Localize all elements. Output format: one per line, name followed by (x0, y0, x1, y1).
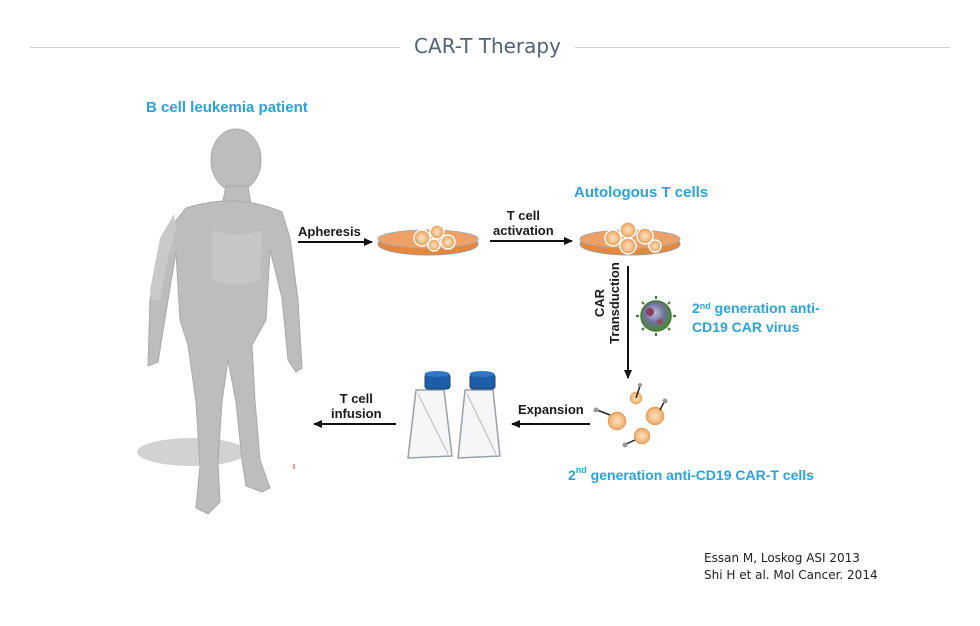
car-t-cell (628, 383, 644, 406)
t-cell (440, 234, 456, 250)
title-row: CAR-T Therapy (30, 34, 950, 60)
t-cell (619, 237, 637, 255)
title-divider-left (30, 47, 400, 48)
car-virus-icon (636, 296, 676, 336)
t-cell (619, 221, 637, 239)
petri-dish-2 (579, 221, 681, 256)
patient-label: B cell leukemia patient (146, 99, 308, 116)
t-cell (636, 227, 654, 245)
car-t-cells (593, 383, 668, 448)
car-virus-line1: 2nd generation anti- (692, 299, 820, 318)
car-transduction-line2: Transduction (606, 262, 622, 344)
citations: Essan M, Loskog ASI 2013 Shi H et al. Mo… (704, 550, 878, 584)
ordinal-suffix: nd (699, 301, 711, 311)
culture-flask-1 (407, 371, 453, 459)
ordinal-number: 2 (692, 300, 700, 316)
autologous-t-cells-label: Autologous T cells (574, 184, 709, 201)
t-cell-activation-label: T cell activation (493, 208, 554, 238)
t-cell-activation-line1: T cell (506, 208, 540, 223)
petri-dish-1 (377, 224, 479, 256)
car-transduction-label: CAR Transduction (592, 262, 622, 344)
t-cell-infusion-line1: T cell (339, 391, 373, 406)
expansion-label: Expansion (518, 402, 584, 417)
patient-figure (137, 128, 303, 515)
citation-2: Shi H et al. Mol Cancer. 2014 (704, 568, 878, 582)
page-title: CAR-T Therapy (414, 34, 561, 58)
t-cell-infusion-label: T cell infusion (331, 391, 382, 421)
car-virus-line2: CD19 CAR virus (692, 319, 800, 335)
car-t-cell (593, 407, 628, 432)
t-cell-infusion-line2: infusion (331, 406, 382, 421)
ordinal-suffix: nd (575, 465, 587, 475)
ordinal-number: 2 (568, 467, 576, 483)
car-virus-label: 2nd generation anti- CD19 CAR virus (692, 299, 820, 337)
t-cell (413, 229, 431, 247)
car-t-cell (622, 426, 652, 448)
car-virus-line1-text: generation anti- (710, 300, 820, 316)
car-transduction-line1: CAR (591, 288, 607, 318)
car-t-cell (644, 398, 668, 427)
culture-flask-2 (457, 371, 501, 459)
car-t-cells-text: generation anti-CD19 CAR-T cells (586, 467, 814, 483)
t-cell (604, 229, 622, 247)
car-t-cells-label: 2nd generation anti-CD19 CAR-T cells (568, 465, 814, 483)
t-cell (648, 239, 662, 253)
title-divider-right (575, 47, 950, 48)
apheresis-label: Apheresis (298, 224, 361, 239)
t-cell (427, 238, 441, 252)
citation-1: Essan M, Loskog ASI 2013 (704, 551, 860, 565)
t-cell-activation-line2: activation (493, 223, 554, 238)
patient-shadow (137, 438, 247, 466)
t-cell (429, 224, 445, 240)
